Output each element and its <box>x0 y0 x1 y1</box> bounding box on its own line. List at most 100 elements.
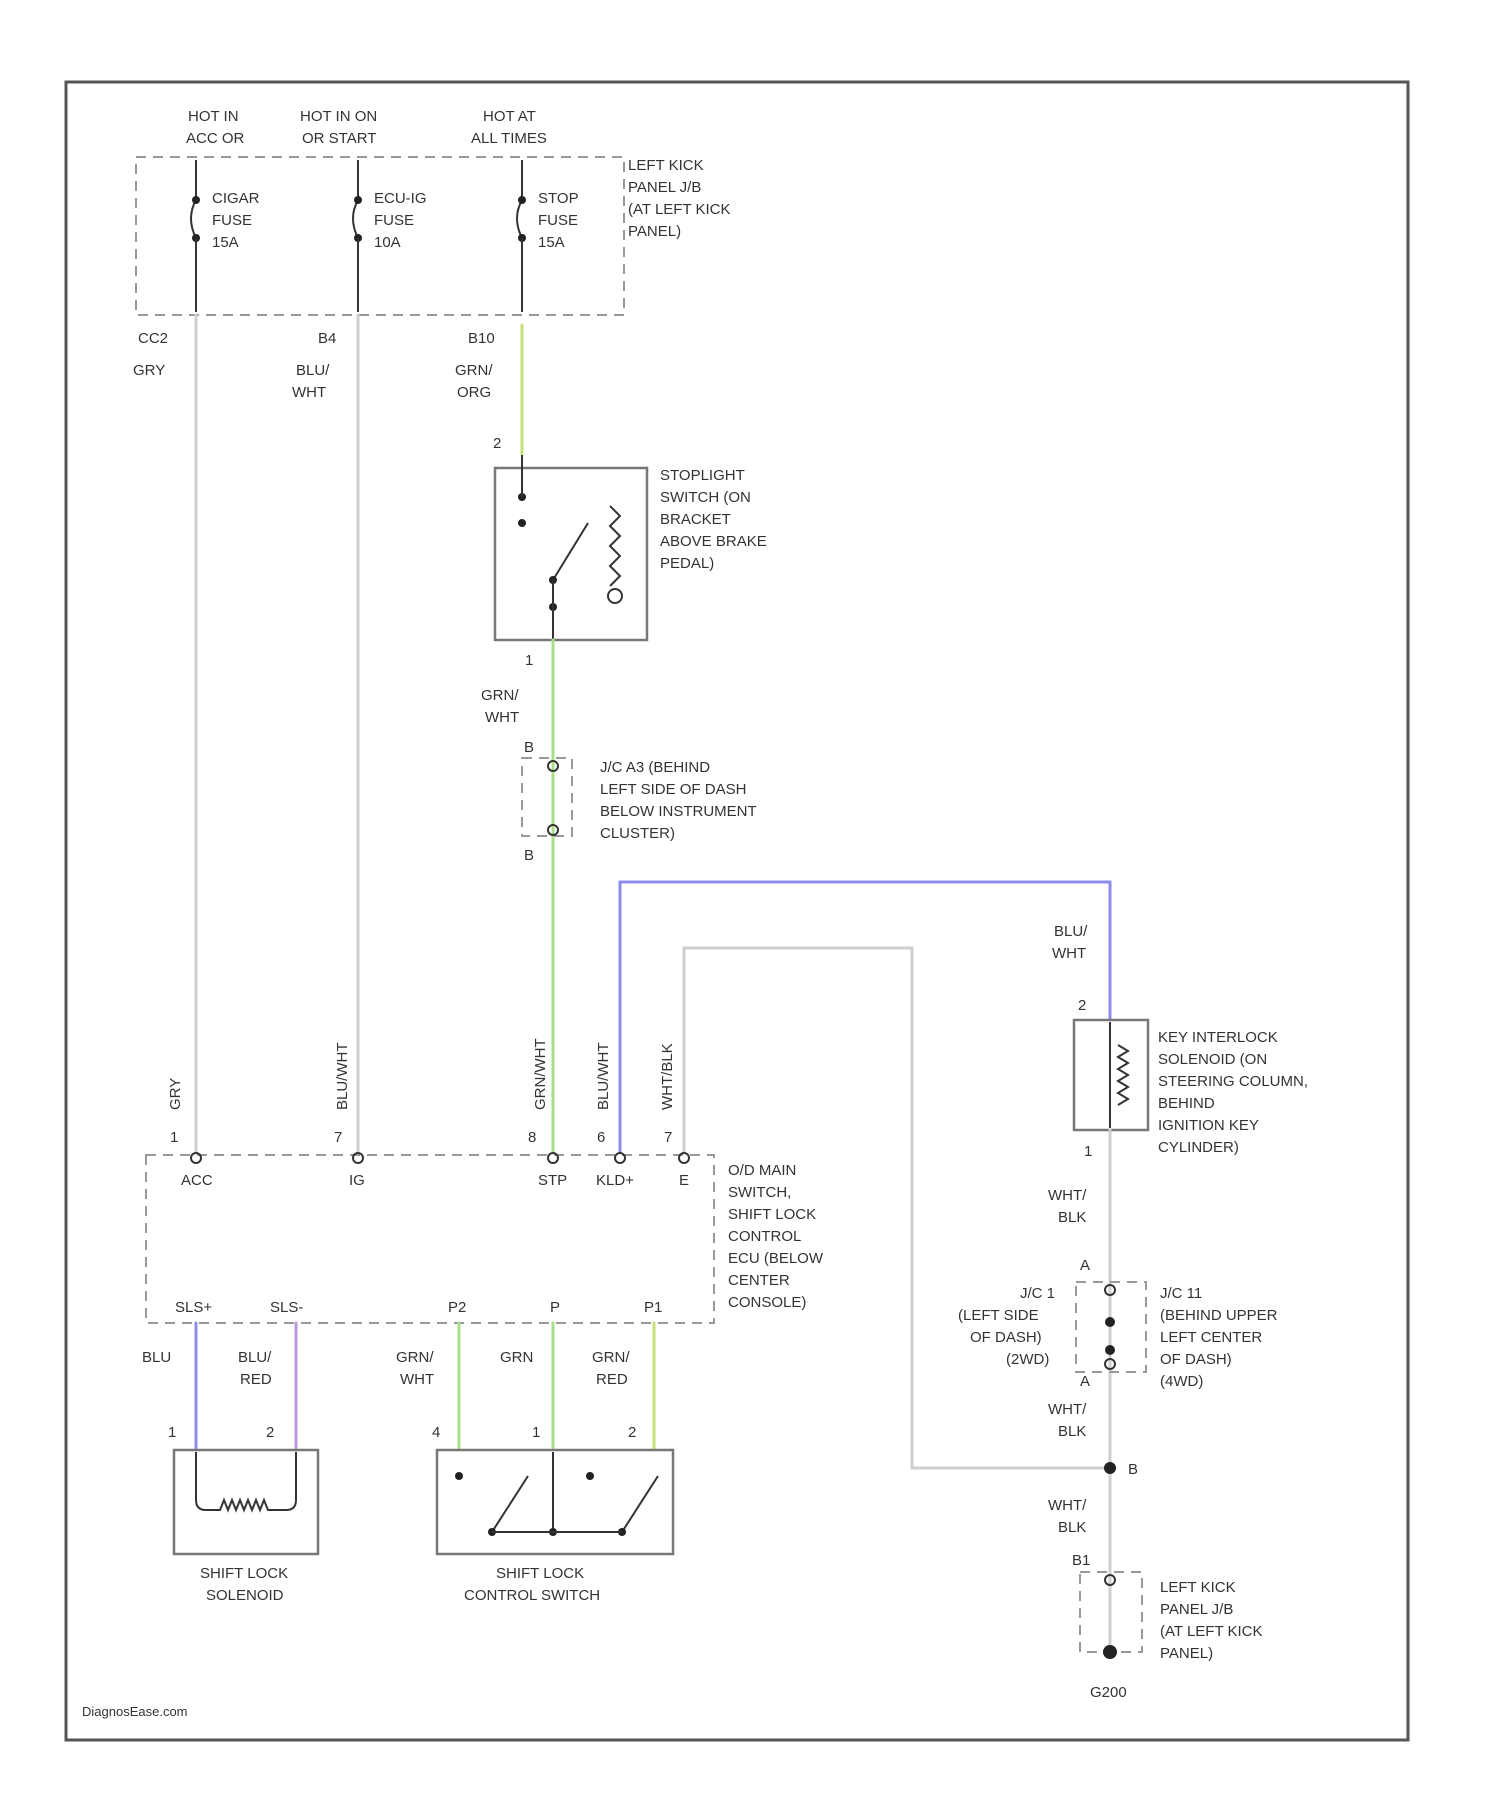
key-line-6: CYLINDER) <box>1158 1139 1239 1156</box>
stop-fuse-name: STOP <box>538 190 579 207</box>
ecu-fuse-name: ECU-IG <box>374 190 427 207</box>
jc-a-label: J/C A3 (BEHIND LEFT SIDE OF DASH BELOW I… <box>600 759 757 842</box>
ecu-term-sls-plus: SLS+ <box>175 1299 212 1316</box>
wire-gry-top: GRY <box>133 362 165 379</box>
ecu-ig-fuse: ECU-IG FUSE 10A <box>353 160 427 312</box>
ctrl-switch-label-2: CONTROL SWITCH <box>464 1587 600 1604</box>
ecu-term-sls-minus: SLS- <box>270 1299 303 1316</box>
jc-a-pin-top: B <box>524 739 534 756</box>
ecu-wire-stp: GRN/WHT <box>532 1038 549 1110</box>
power-labels: HOT IN ACC OR HOT IN ON OR START HOT AT … <box>186 108 547 147</box>
stoplight-label: STOPLIGHT SWITCH (ON BRACKET ABOVE BRAKE… <box>660 467 767 572</box>
ground-point <box>1103 1645 1117 1659</box>
hot-on-label-1: HOT IN ON <box>300 108 377 125</box>
key-pin-top: 2 <box>1078 997 1086 1014</box>
key-pin-bottom: 1 <box>1084 1143 1092 1160</box>
stoplight-switch <box>495 468 647 640</box>
jc-b-right-5: (4WD) <box>1160 1373 1203 1390</box>
ecu-term-p1: P1 <box>644 1299 662 1316</box>
connector-cc2: CC2 <box>138 330 168 347</box>
ctrl-switch-label-1: SHIFT LOCK <box>496 1565 584 1582</box>
jc-b-right-4: OF DASH) <box>1160 1351 1232 1368</box>
ecu-line-6: CENTER <box>728 1272 790 1289</box>
ecu-wire-kld: BLU/WHT <box>595 1043 612 1111</box>
jc-a-line-2: LEFT SIDE OF DASH <box>600 781 746 798</box>
ctrl-switch-symbol <box>455 1452 658 1536</box>
jb-top-line-2: PANEL J/B <box>628 179 701 196</box>
ecu-term-stp: STP <box>538 1172 567 1189</box>
ctrl-switch-pin-1: 1 <box>532 1424 540 1441</box>
ecu-pin-stp: 8 <box>528 1129 536 1146</box>
key-coil-icon <box>1118 1045 1128 1105</box>
stoplight-line-3: BRACKET <box>660 511 731 528</box>
wire-label-grnred-2: RED <box>596 1371 628 1388</box>
ecu-label: O/D MAIN SWITCH, SHIFT LOCK CONTROL ECU … <box>728 1162 824 1311</box>
ecu-term-p: P <box>550 1299 560 1316</box>
stoplight-pin-2: 2 <box>493 435 501 452</box>
connector-b10: B10 <box>468 330 495 347</box>
ground-wire-2-b: BLK <box>1058 1519 1086 1536</box>
jc-b-left-2: (LEFT SIDE <box>958 1307 1039 1324</box>
ground-jb-line-2: PANEL J/B <box>1160 1601 1233 1618</box>
ground-jb-line-1: LEFT KICK <box>1160 1579 1236 1596</box>
key-line-1: KEY INTERLOCK <box>1158 1029 1278 1046</box>
wire-grnorg-top-2: ORG <box>457 384 491 401</box>
stoplight-line-2: SWITCH (ON <box>660 489 751 506</box>
ecu-pin-kld: 6 <box>597 1129 605 1146</box>
solenoid-label-2: SOLENOID <box>206 1587 284 1604</box>
jc-b-left-4: (2WD) <box>1006 1351 1049 1368</box>
jb-top-line-3: (AT LEFT KICK <box>628 201 731 218</box>
ecu-line-5: ECU (BELOW <box>728 1250 824 1267</box>
key-wire-top-2: WHT <box>1052 945 1086 962</box>
solenoid-label-1: SHIFT LOCK <box>200 1565 288 1582</box>
ecu-wire-e: WHT/BLK <box>659 1043 676 1110</box>
key-wire-below-2: BLK <box>1058 1209 1086 1226</box>
cigar-fuse-name: CIGAR <box>212 190 260 207</box>
ground-wire-1-b: BLK <box>1058 1423 1086 1440</box>
jc-a-line-4: CLUSTER) <box>600 825 675 842</box>
key-line-3: STEERING COLUMN, <box>1158 1073 1308 1090</box>
ecu-line-2: SWITCH, <box>728 1184 791 1201</box>
key-wire-below-1: WHT/ <box>1048 1187 1087 1204</box>
ecu-term-e: E <box>679 1172 689 1189</box>
jc-b-right-2: (BEHIND UPPER <box>1160 1307 1278 1324</box>
splice-b-label: B <box>1128 1461 1138 1478</box>
key-line-5: IGNITION KEY <box>1158 1117 1259 1134</box>
stop-fuse-rating: 15A <box>538 234 565 251</box>
stop-fuse-type: FUSE <box>538 212 578 229</box>
ctrl-switch-pin-2: 2 <box>628 1424 636 1441</box>
ground-pin-b1: B1 <box>1072 1552 1090 1569</box>
wire-bluwht-top-1: BLU/ <box>296 362 330 379</box>
ecu-line-7: CONSOLE) <box>728 1294 806 1311</box>
hot-always-label-2: ALL TIMES <box>471 130 547 147</box>
jc-a-pin-bottom: B <box>524 847 534 864</box>
ecu-term-kld: KLD+ <box>596 1172 634 1189</box>
wire-grnwht-stop-1: GRN/ <box>481 687 519 704</box>
jc-b-pin-bottom: A <box>1080 1373 1090 1390</box>
key-line-2: SOLENOID (ON <box>1158 1051 1267 1068</box>
jb-top-line-4: PANEL) <box>628 223 681 240</box>
diagram-border <box>66 82 1408 1740</box>
solenoid-pin-2: 2 <box>266 1424 274 1441</box>
stop-fuse: STOP FUSE 15A <box>517 160 579 312</box>
ground-jb-line-3: (AT LEFT KICK <box>1160 1623 1263 1640</box>
ecu-line-3: SHIFT LOCK <box>728 1206 816 1223</box>
stoplight-line-4: ABOVE BRAKE <box>660 533 767 550</box>
wire-grnwht-stop-2: WHT <box>485 709 519 726</box>
jc-a-line-1: J/C A3 (BEHIND <box>600 759 710 776</box>
wire-label-grnwht-p2-2: WHT <box>400 1371 434 1388</box>
ecu-line-1: O/D MAIN <box>728 1162 796 1179</box>
jc-b-label-right: J/C 11 (BEHIND UPPER LEFT CENTER OF DASH… <box>1160 1285 1278 1390</box>
ecu-term-acc: ACC <box>181 1172 213 1189</box>
junction-block-top-label: LEFT KICK PANEL J/B (AT LEFT KICK PANEL) <box>628 157 731 240</box>
hot-on-label-2: OR START <box>302 130 376 147</box>
wire-label-blured-2: RED <box>240 1371 272 1388</box>
jc-b-right-3: LEFT CENTER <box>1160 1329 1262 1346</box>
wire-bluwht-top-2: WHT <box>292 384 326 401</box>
ecu-fuse-type: FUSE <box>374 212 414 229</box>
cigar-fuse-type: FUSE <box>212 212 252 229</box>
ecu-fuse-rating: 10A <box>374 234 401 251</box>
solenoid-coil-icon <box>196 1452 296 1510</box>
shift-lock-control-switch <box>437 1450 673 1554</box>
